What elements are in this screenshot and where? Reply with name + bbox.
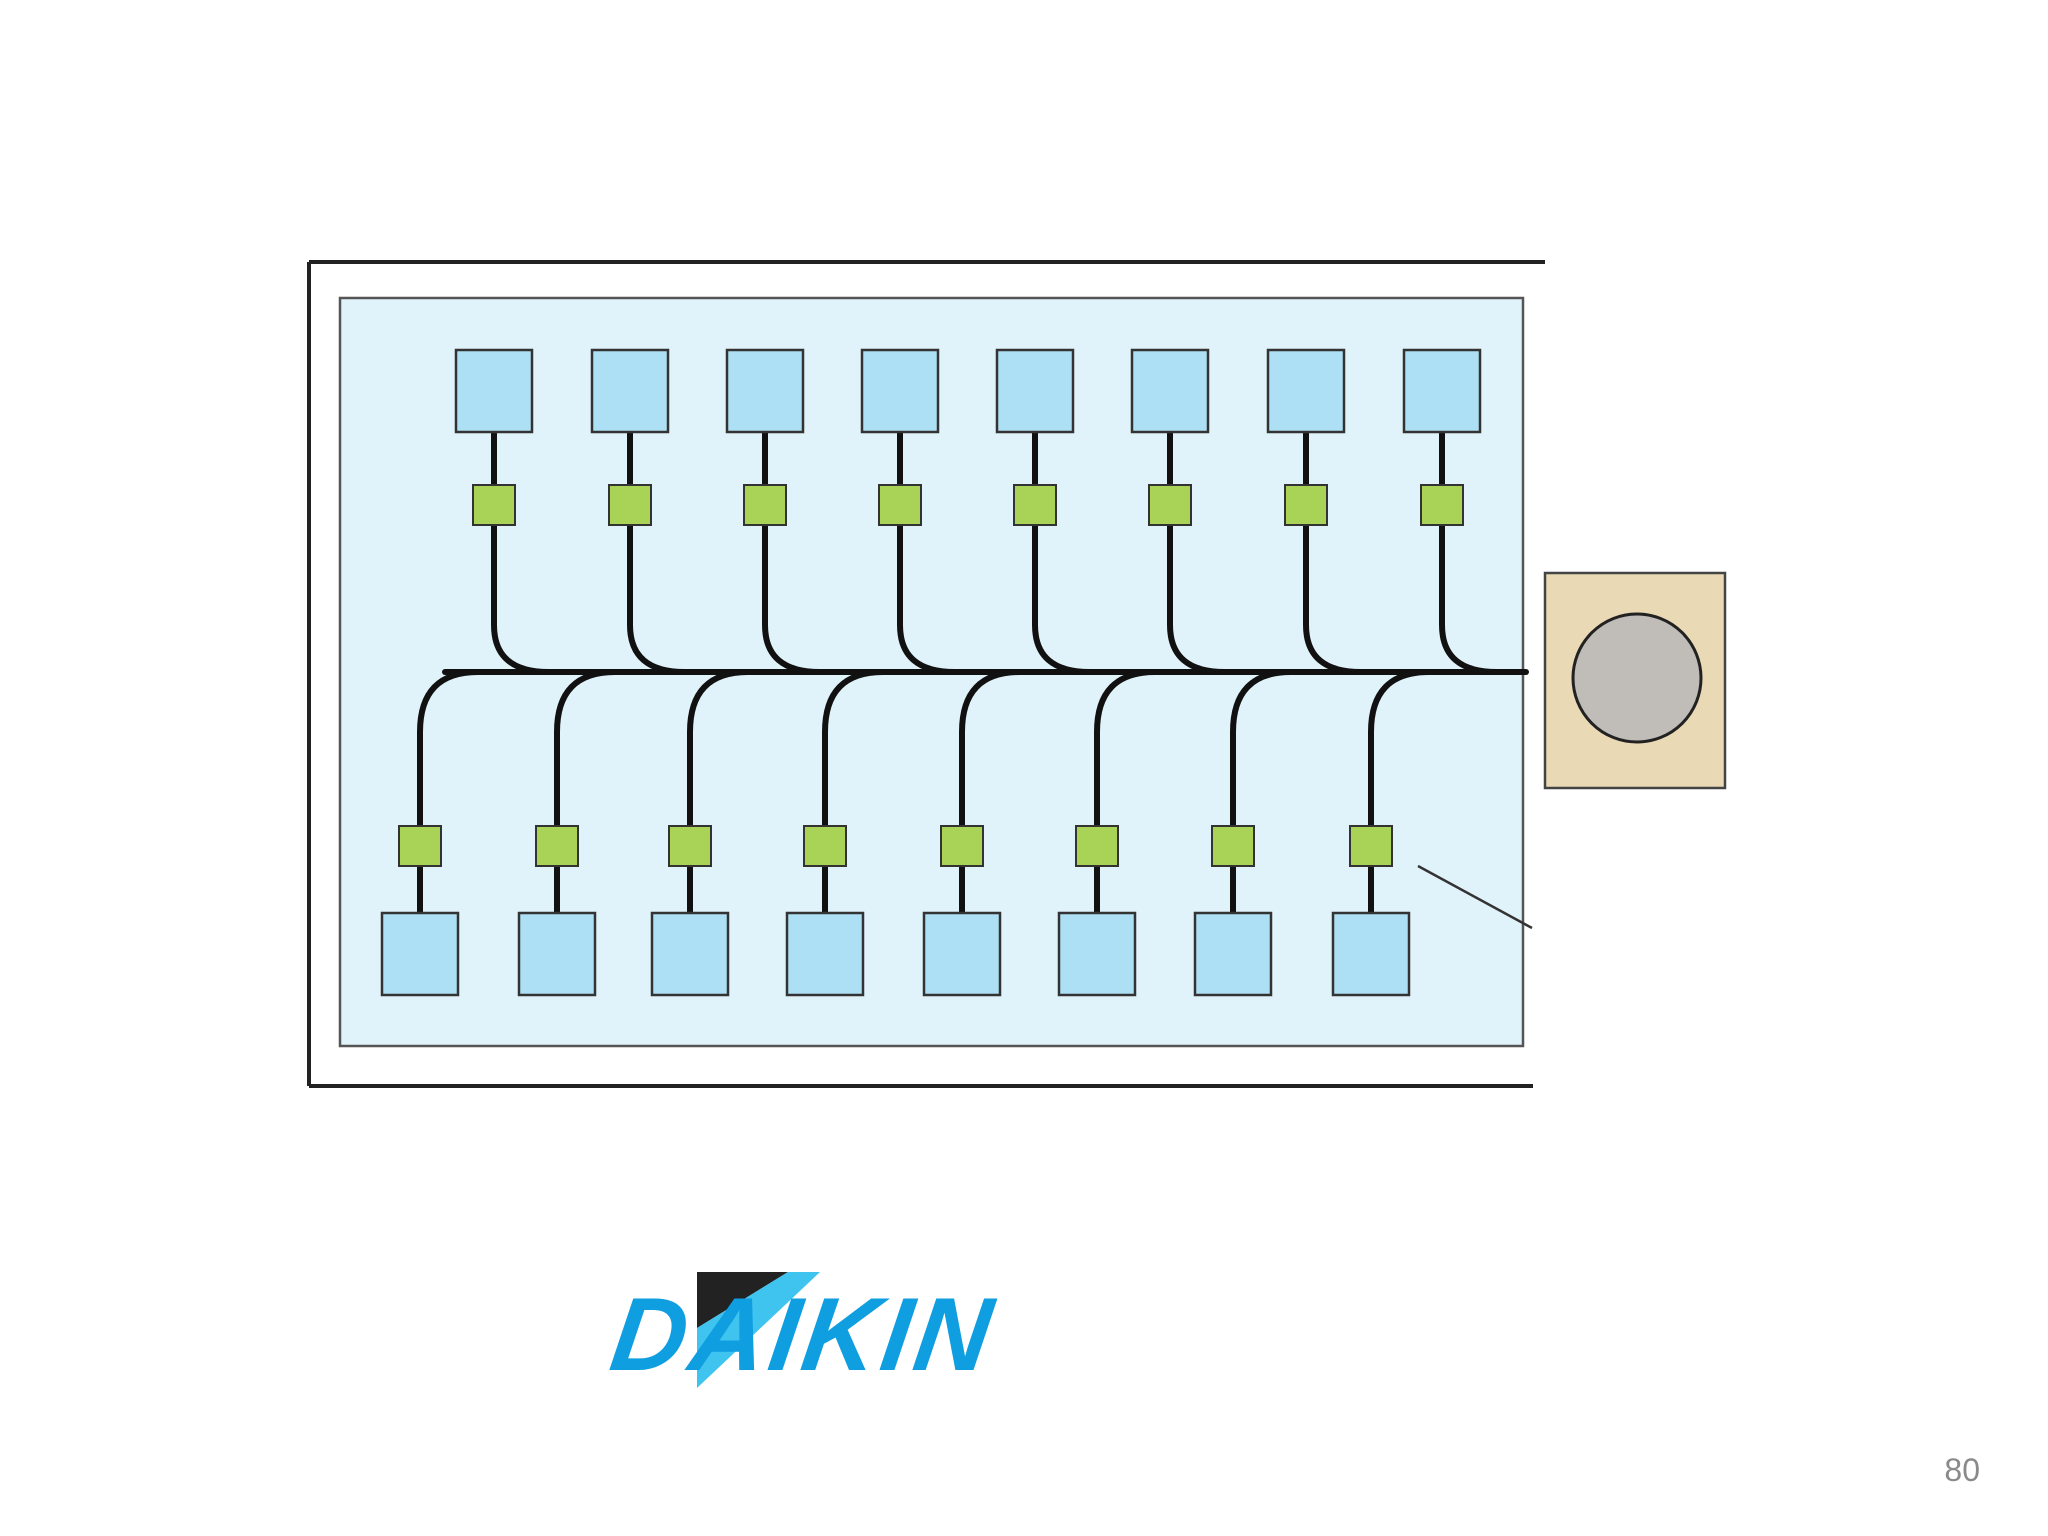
indoor-unit bbox=[1402, 348, 1482, 434]
refrigerant-piping bbox=[417, 427, 1529, 921]
unit-group bbox=[380, 348, 1482, 997]
daikin-mark-icon bbox=[697, 1272, 820, 1388]
branch-pipe-upper bbox=[627, 427, 688, 675]
indoor-unit bbox=[922, 911, 1002, 997]
indoor-unit bbox=[380, 911, 460, 997]
indoor-unit bbox=[1057, 911, 1137, 997]
branch-selector bbox=[472, 484, 516, 526]
daikin-wordmark: DAIKIN bbox=[604, 1276, 1003, 1392]
branch-selector bbox=[803, 825, 847, 867]
branch-selector bbox=[535, 825, 579, 867]
indoor-unit bbox=[1130, 348, 1210, 434]
indoor-unit bbox=[1266, 348, 1346, 434]
daikin-logo: DAIKIN bbox=[604, 1272, 1003, 1393]
branch-selector bbox=[1349, 825, 1393, 867]
building-outline bbox=[307, 260, 1545, 1088]
branch-pipe-lower bbox=[959, 669, 1023, 921]
indoor-unit bbox=[650, 911, 730, 997]
branch-selector bbox=[743, 484, 787, 526]
branch-pipe-upper bbox=[1439, 427, 1500, 675]
indoor-unit bbox=[995, 348, 1075, 434]
branch-pipe-upper bbox=[491, 427, 552, 675]
indoor-unit bbox=[1193, 911, 1273, 997]
branch-selector bbox=[1013, 484, 1057, 526]
branch-selector bbox=[668, 825, 712, 867]
outdoor-unit bbox=[1543, 571, 1727, 790]
branch-pipe-upper bbox=[1303, 427, 1364, 675]
indoor-unit bbox=[725, 348, 805, 434]
branch-pipe-lower bbox=[687, 669, 751, 921]
branch-selector bbox=[1284, 484, 1328, 526]
indoor-unit bbox=[517, 911, 597, 997]
indoor-unit bbox=[590, 348, 670, 434]
branch-pipe-lower bbox=[822, 669, 886, 921]
branch-pipe-upper bbox=[1167, 427, 1228, 675]
branch-selector bbox=[1148, 484, 1192, 526]
branch-pipe-upper bbox=[1032, 427, 1093, 675]
branch-pipe-lower bbox=[1368, 669, 1432, 921]
fan-icon bbox=[1571, 612, 1703, 744]
indoor-unit bbox=[454, 348, 534, 434]
branch-pipe-upper bbox=[897, 427, 958, 675]
branch-selector bbox=[1075, 825, 1119, 867]
branch-pipe-lower bbox=[1094, 669, 1158, 921]
indoor-unit bbox=[860, 348, 940, 434]
branch-pipe-upper bbox=[762, 427, 823, 675]
branch-selector bbox=[878, 484, 922, 526]
indoor-unit bbox=[785, 911, 865, 997]
branch-pipe-lower bbox=[554, 669, 618, 921]
indoor-unit bbox=[1331, 911, 1411, 997]
branch-selector bbox=[608, 484, 652, 526]
branch-selector bbox=[1211, 825, 1255, 867]
branch-selector bbox=[1420, 484, 1464, 526]
page-number: 80 bbox=[1944, 1452, 1980, 1488]
leader-line bbox=[1417, 864, 1533, 930]
branch-pipe-lower bbox=[1230, 669, 1294, 921]
branch-pipe-lower bbox=[417, 669, 481, 921]
branch-selector bbox=[940, 825, 984, 867]
branch-selector bbox=[398, 825, 442, 867]
